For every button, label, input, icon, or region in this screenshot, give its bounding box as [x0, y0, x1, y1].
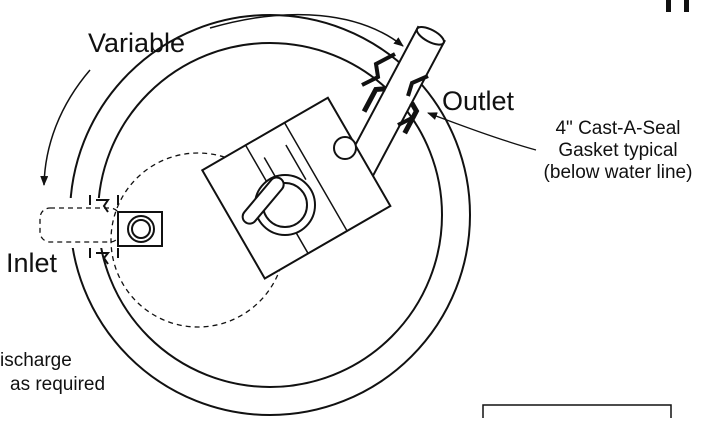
- gasket-label-line2: Gasket typical: [558, 140, 677, 161]
- outlet-label: Outlet: [442, 86, 515, 116]
- inlet-fitting: [117, 211, 163, 247]
- check-ball: [333, 136, 357, 160]
- pivot-assembly: [241, 174, 316, 236]
- gasket-label-line3: (below water line): [544, 162, 693, 183]
- detail-callout-box: [482, 404, 672, 423]
- gasket-label-line1: 4" Cast-A-Seal: [555, 118, 680, 139]
- inlet-label: Inlet: [6, 248, 58, 278]
- variable-arrow-lower: [40, 69, 91, 186]
- discharge-label-line1: ischarge: [0, 350, 72, 371]
- inlet-wall-gap: [64, 198, 124, 248]
- discharge-label-line2: as required: [10, 374, 105, 395]
- variable-label: Variable: [88, 28, 185, 58]
- outlet-gasket: [361, 52, 429, 127]
- inlet-gasket: [96, 199, 111, 265]
- variable-arrow: [209, 13, 404, 47]
- corner-mark: [666, 0, 689, 12]
- gasket-leader: [427, 112, 537, 151]
